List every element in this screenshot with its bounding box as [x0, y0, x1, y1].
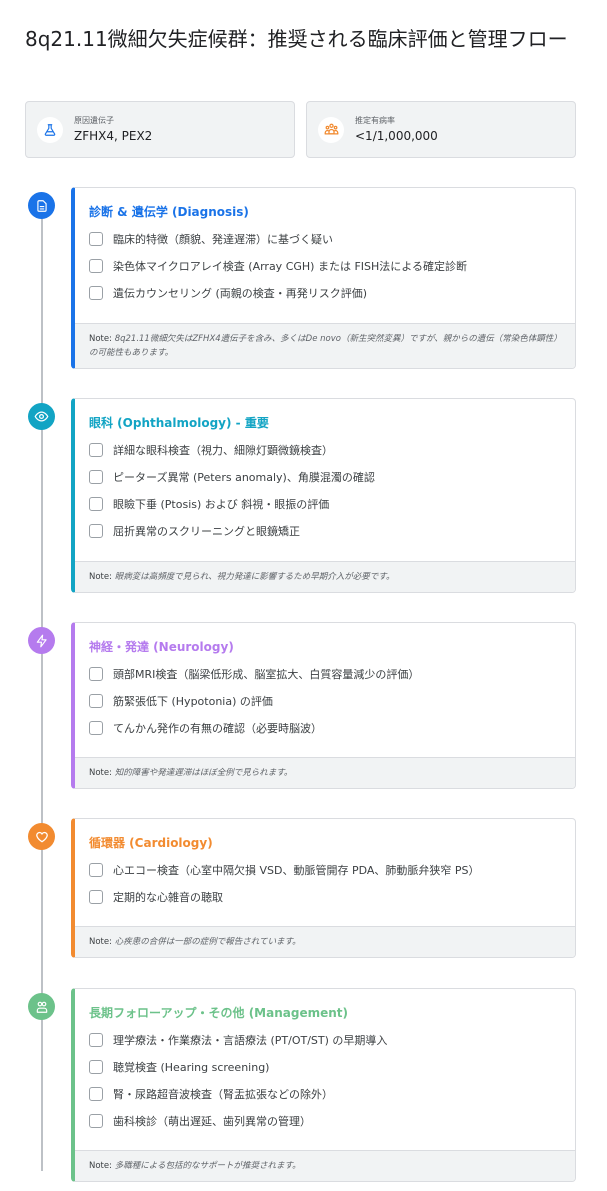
causative-gene-value: ZFHX4, PEX2 [74, 128, 153, 143]
checkbox[interactable] [89, 1086, 103, 1101]
checklist-item-label: 聴覚検査 (Hearing screening) [113, 1060, 270, 1074]
note-text: 眼病変は高頻度で見られ、視力発達に影響するため早期介入が必要です。 [114, 572, 395, 582]
checkbox[interactable] [89, 285, 103, 300]
checkbox[interactable] [89, 496, 103, 511]
checkbox[interactable] [89, 523, 103, 538]
checklist-item[interactable]: 臨床的特徴（顔貌、発達遅滞）に基づく疑い [89, 225, 561, 252]
checklist-item-label: 定期的な心雑音の聴取 [113, 890, 223, 904]
checklist-item-label: 理学療法・作業療法・言語療法 (PT/OT/ST) の早期導入 [113, 1033, 388, 1047]
checklist-item-label: 眼瞼下垂 (Ptosis) および 斜視・眼振の評価 [113, 497, 330, 511]
management-card: 長期フォローアップ・その他 (Management) 理学療法・作業療法・言語療… [71, 988, 576, 1182]
diagnosis-card: 診断 & 遺伝学 (Diagnosis) 臨床的特徴（顔貌、発達遅滞）に基づく疑… [71, 187, 576, 369]
note-label: Note: [89, 572, 112, 582]
causative-gene-label: 原因遺伝子 [74, 115, 114, 125]
info-cards: 原因遺伝子 ZFHX4, PEX2 推定有病率 <1/1,000,000 [25, 101, 576, 158]
cardiology-card: 循環器 (Cardiology) 心エコー検査（心室中隔欠損 VSD、動脈管開存… [71, 818, 576, 958]
checkbox[interactable] [89, 258, 103, 273]
checklist-item-label: 心エコー検査（心室中隔欠損 VSD、動脈管開存 PDA、肺動脈弁狭窄 PS） [113, 863, 480, 877]
checklist-item[interactable]: 屈折異常のスクリーニングと眼鏡矯正 [89, 517, 561, 544]
note-text: 多職種による包括的なサポートが推奨されます。 [114, 1161, 301, 1171]
timeline-line [41, 215, 43, 1171]
note-label: Note: [89, 1161, 112, 1171]
checkbox[interactable] [89, 666, 103, 681]
checklist-item[interactable]: 歯科検診（萌出遅延、歯列異常の管理） [89, 1107, 561, 1134]
heart-icon [28, 823, 55, 850]
checklist-item-label: ピーターズ異常 (Peters anomaly)、角膜混濁の確認 [113, 470, 375, 484]
section-note: Note: 眼病変は高頻度で見られ、視力発達に影響するため早期介入が必要です。 [75, 561, 575, 592]
checklist-item[interactable]: 遺伝カウンセリング (両親の検査・再発リスク評価) [89, 279, 561, 306]
checklist-item-label: 筋緊張低下 (Hypotonia) の評価 [113, 694, 273, 708]
checklist-item-label: 染色体マイクロアレイ検査 (Array CGH) または FISH法による確定診… [113, 259, 467, 273]
ophthalmology-card: 眼科 (Ophthalmology) - 重要 詳細な眼科検査（視力、細隙灯顕微… [71, 398, 576, 593]
checklist-item[interactable]: 理学療法・作業療法・言語療法 (PT/OT/ST) の早期導入 [89, 1026, 561, 1053]
lightning-icon [28, 627, 55, 654]
section-note: Note: 知的障害や発達遅滞はほぼ全例で見られます。 [75, 757, 575, 788]
section-title: 神経・発達 (Neurology) [89, 640, 234, 654]
note-label: Note: [89, 937, 112, 947]
note-text: 8q21.11微細欠失はZFHX4遺伝子を含み、多くはDe novo（新生突然変… [89, 334, 558, 358]
note-label: Note: [89, 768, 112, 778]
prevalence-label: 推定有病率 [355, 115, 395, 125]
checkbox[interactable] [89, 1032, 103, 1047]
eye-icon [28, 403, 55, 430]
section-title: 眼科 (Ophthalmology) - 重要 [89, 416, 269, 430]
checkbox[interactable] [89, 231, 103, 246]
checklist-item-label: 腎・尿路超音波検査（腎盂拡張などの除外） [113, 1087, 333, 1101]
document-icon [28, 192, 55, 219]
checklist-item-label: 屈折異常のスクリーニングと眼鏡矯正 [113, 524, 300, 538]
checklist-item-label: 歯科検診（萌出遅延、歯列異常の管理） [113, 1114, 311, 1128]
note-text: 心疾患の合併は一部の症例で報告されています。 [114, 937, 301, 947]
prevalence-card: 推定有病率 <1/1,000,000 [306, 101, 576, 158]
note-label: Note: [89, 334, 112, 344]
section-note: Note: 多職種による包括的なサポートが推奨されます。 [75, 1150, 575, 1181]
checklist-item[interactable]: 詳細な眼科検査（視力、細隙灯顕微鏡検査） [89, 436, 561, 463]
checkbox[interactable] [89, 862, 103, 877]
checklist-item[interactable]: 染色体マイクロアレイ検査 (Array CGH) または FISH法による確定診… [89, 252, 561, 279]
flask-icon [37, 116, 63, 143]
checklist-item-label: 頭部MRI検査（脳梁低形成、脳室拡大、白質容量減少の評価） [113, 667, 420, 681]
checklist-item[interactable]: 筋緊張低下 (Hypotonia) の評価 [89, 687, 561, 714]
checklist-item[interactable]: 頭部MRI検査（脳梁低形成、脳室拡大、白質容量減少の評価） [89, 660, 561, 687]
checklist-item-label: 遺伝カウンセリング (両親の検査・再発リスク評価) [113, 286, 368, 300]
page-title: 8q21.11微細欠失症候群：推奨される臨床評価と管理フロー [25, 27, 568, 51]
checklist-item[interactable]: ピーターズ異常 (Peters anomaly)、角膜混濁の確認 [89, 463, 561, 490]
note-text: 知的障害や発達遅滞はほぼ全例で見られます。 [114, 768, 293, 778]
checklist-item[interactable]: てんかん発作の有無の確認（必要時脳波） [89, 714, 561, 741]
checklist-item[interactable]: 心エコー検査（心室中隔欠損 VSD、動脈管開存 PDA、肺動脈弁狭窄 PS） [89, 856, 561, 883]
checkbox[interactable] [89, 469, 103, 484]
checklist-item[interactable]: 眼瞼下垂 (Ptosis) および 斜視・眼振の評価 [89, 490, 561, 517]
section-title: 診断 & 遺伝学 (Diagnosis) [89, 205, 249, 219]
checkbox[interactable] [89, 1059, 103, 1074]
checkbox[interactable] [89, 720, 103, 735]
section-note: Note: 8q21.11微細欠失はZFHX4遺伝子を含み、多くはDe novo… [75, 323, 575, 368]
section-title: 長期フォローアップ・その他 (Management) [89, 1006, 348, 1020]
checkbox[interactable] [89, 693, 103, 708]
users-icon [28, 993, 55, 1020]
prevalence-value: <1/1,000,000 [355, 128, 438, 143]
section-note: Note: 心疾患の合併は一部の症例で報告されています。 [75, 926, 575, 957]
checklist-item-label: てんかん発作の有無の確認（必要時脳波） [113, 721, 322, 735]
causative-gene-card: 原因遺伝子 ZFHX4, PEX2 [25, 101, 295, 158]
neurology-card: 神経・発達 (Neurology) 頭部MRI検査（脳梁低形成、脳室拡大、白質容… [71, 622, 576, 789]
people-icon [318, 116, 344, 143]
checklist-item-label: 臨床的特徴（顔貌、発達遅滞）に基づく疑い [113, 232, 333, 246]
checkbox[interactable] [89, 889, 103, 904]
checklist-item[interactable]: 聴覚検査 (Hearing screening) [89, 1053, 561, 1080]
section-title: 循環器 (Cardiology) [89, 836, 213, 850]
checklist-item-label: 詳細な眼科検査（視力、細隙灯顕微鏡検査） [113, 443, 333, 457]
checkbox[interactable] [89, 442, 103, 457]
checklist-item[interactable]: 腎・尿路超音波検査（腎盂拡張などの除外） [89, 1080, 561, 1107]
checklist-item[interactable]: 定期的な心雑音の聴取 [89, 883, 561, 910]
checkbox[interactable] [89, 1113, 103, 1128]
